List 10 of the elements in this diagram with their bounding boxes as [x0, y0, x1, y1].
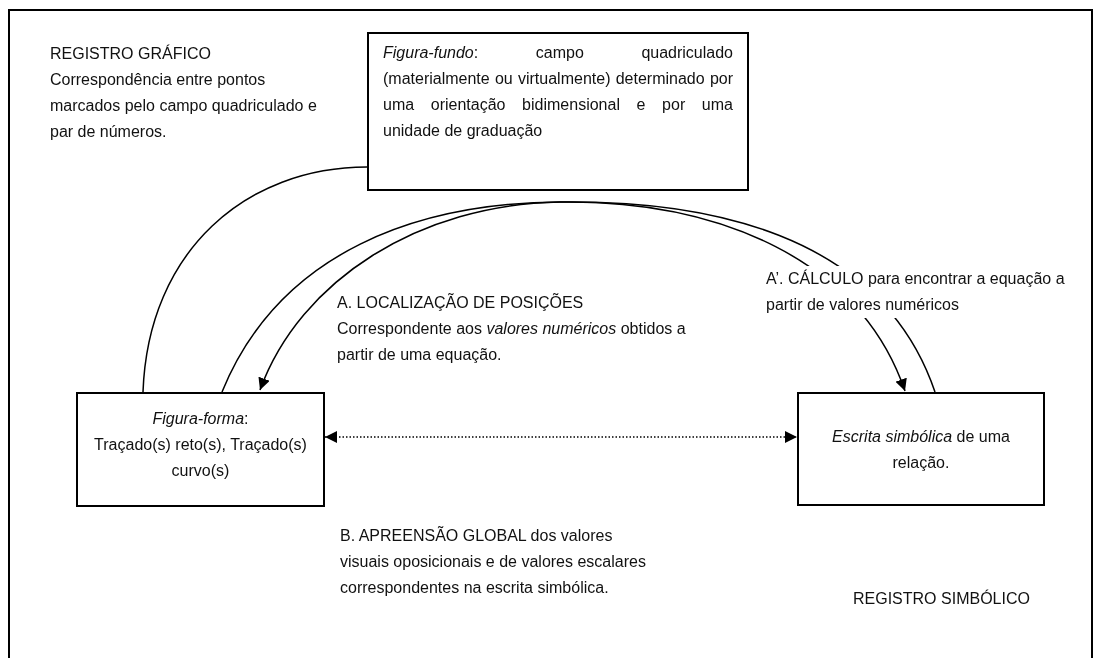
text-box: [797, 392, 1045, 506]
box-heading: Escrita simbólica de uma relação.: [831, 427, 1011, 473]
dotted-arrow: [324, 431, 798, 443]
text-box: [367, 32, 749, 191]
curved-line: [142, 166, 368, 393]
box-text: Traçado(s) reto(s), Traçado(s) curvo(s): [93, 435, 308, 481]
text-box: [76, 392, 325, 507]
annotation-text: A’. CÁLCULO para encontrar a equação a partir de valores numéricos: [766, 266, 1066, 318]
box-heading: Figura-forma:: [151, 409, 250, 429]
box-heading: Figura-fundo: campo quadriculado (materialmente ou virtualmente) determinado por uma orientação bidimensional e por uma unidade de graduação: [383, 43, 733, 141]
